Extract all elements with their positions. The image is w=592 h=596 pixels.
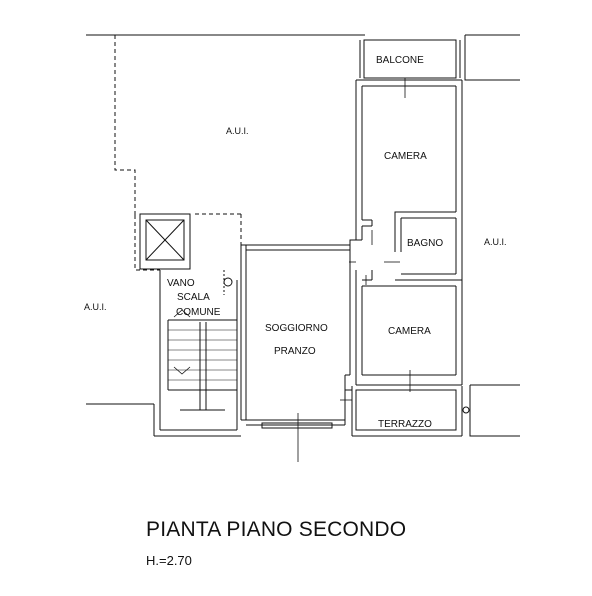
aui-left-label: A.U.I. [84, 302, 107, 312]
room-balcone: BALCONE [376, 55, 424, 66]
room-camera-bottom: CAMERA [388, 326, 431, 337]
room-pranzo: PRANZO [274, 346, 316, 357]
room-bagno: BAGNO [407, 238, 443, 249]
height-label: H.=2.70 [146, 553, 192, 568]
aui-right-label: A.U.I. [484, 237, 507, 247]
room-terrazzo: TERRAZZO [378, 419, 432, 430]
aui-top-label: A.U.I. [226, 126, 249, 136]
room-comune: COMUNE [176, 307, 221, 318]
room-soggiorno: SOGGIORNO [265, 323, 328, 334]
room-scala: SCALA [177, 292, 210, 303]
plan-title: PIANTA PIANO SECONDO [146, 518, 407, 541]
room-vano: VANO [167, 278, 195, 289]
room-camera-top: CAMERA [384, 151, 427, 162]
